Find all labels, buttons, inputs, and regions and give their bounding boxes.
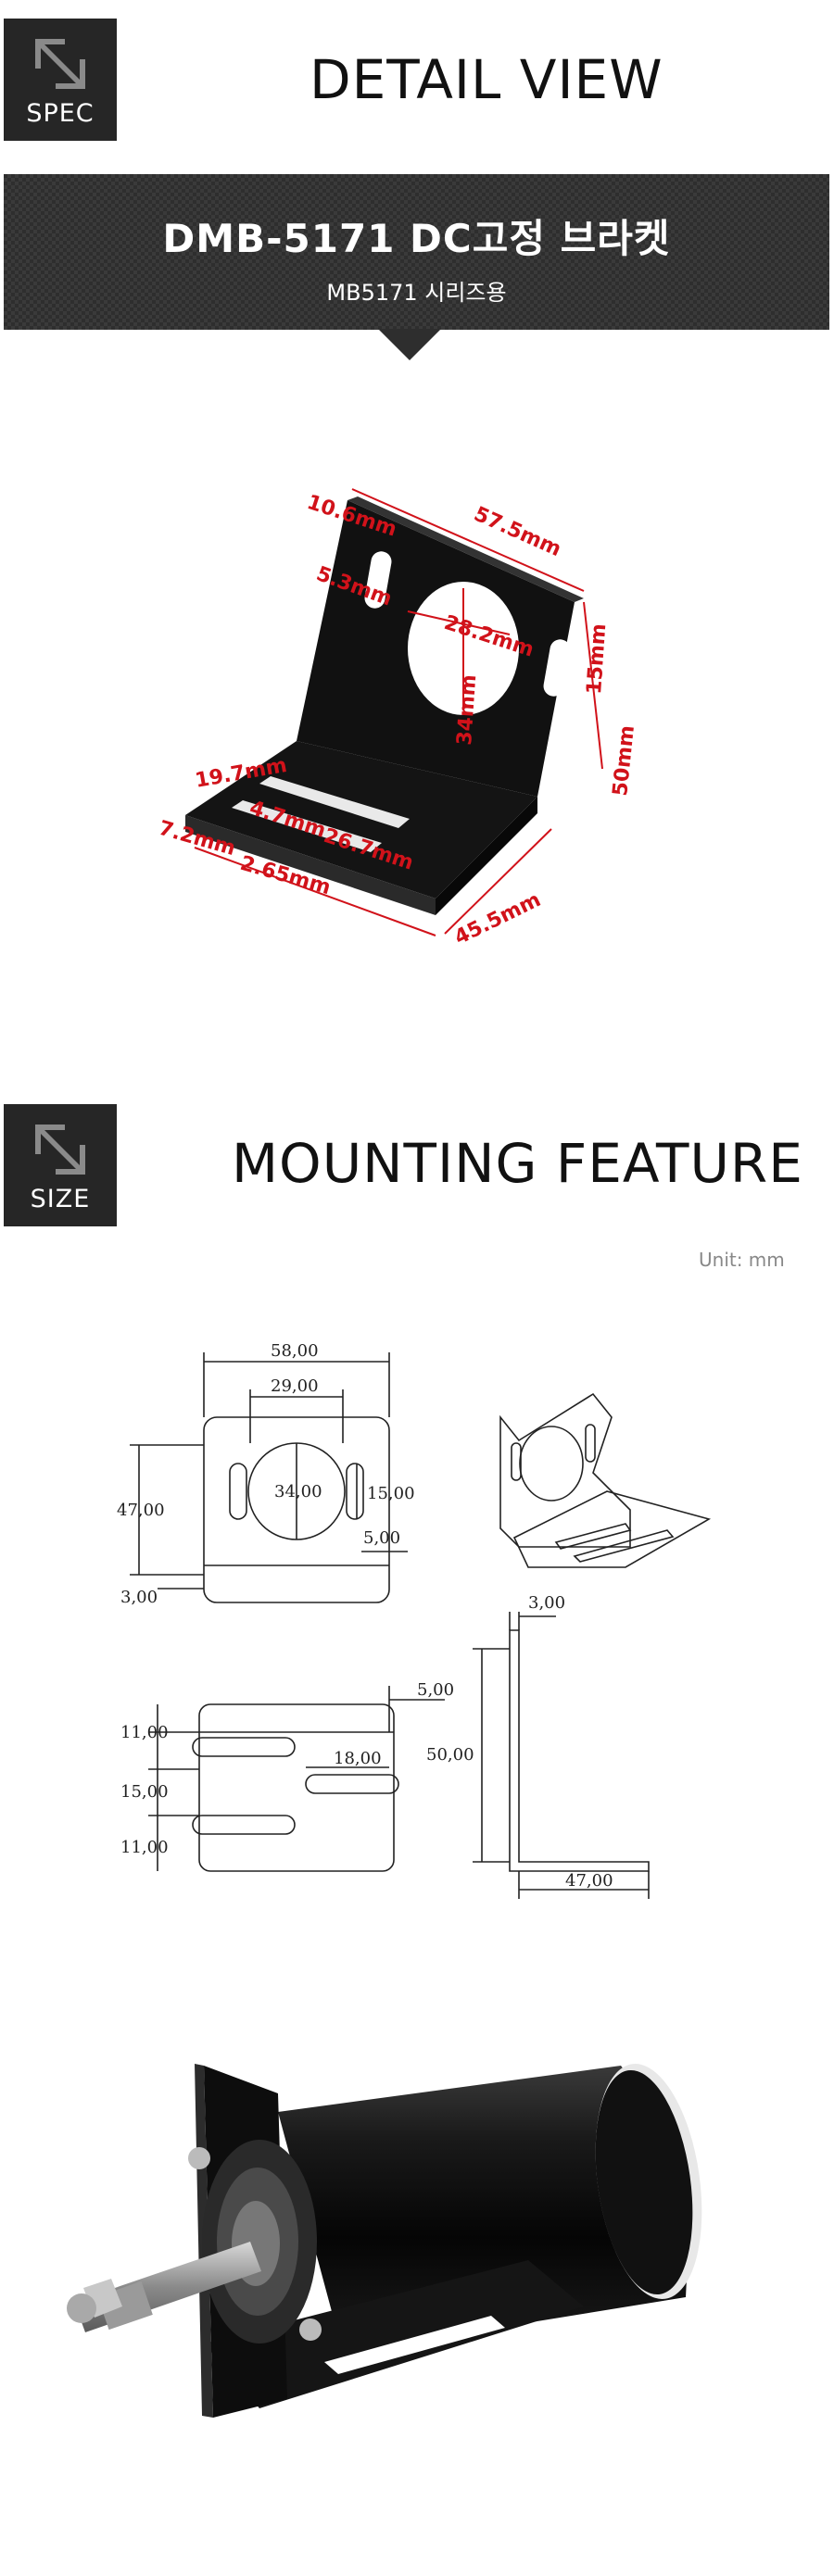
front-view-outline: [203, 1416, 390, 1603]
drawing-base-slot-mid: 15,00: [120, 1782, 169, 1802]
drawing-hole-span: 29,00: [271, 1376, 319, 1396]
banner-notch: [378, 329, 441, 360]
drawing-thickness-front: 3,00: [120, 1588, 158, 1607]
size-badge: SIZE: [4, 1104, 117, 1226]
arrow-down-right-icon: [35, 1125, 85, 1175]
dim-top-width: 57.5mm: [471, 503, 565, 562]
drawing-side-thickness: 3,00: [528, 1593, 565, 1613]
drawing-base-slot-width: 5,00: [417, 1680, 454, 1700]
mounting-feature-title: MOUNTING FEATURE: [232, 1132, 803, 1195]
unit-label: Unit: mm: [699, 1249, 785, 1271]
drawing-front-width: 58,00: [271, 1341, 319, 1361]
dim-hole-height: 34mm: [453, 673, 481, 746]
size-badge-label: SIZE: [30, 1185, 91, 1213]
bottom-view-outline: [198, 1703, 395, 1872]
product-title: DMB-5171 DC고정 브라켓: [162, 216, 671, 261]
product-subtitle: MB5171 시리즈용: [326, 280, 507, 306]
drawing-side-depth: 47,00: [565, 1871, 613, 1891]
spec-badge: SPEC: [4, 19, 117, 141]
drawing-base-slot-edge-bottom: 11,00: [120, 1838, 169, 1857]
arrow-down-right-icon: [35, 39, 85, 89]
drawing-slot-width: 5,00: [363, 1528, 400, 1548]
drawing-base-slot-length: 18,00: [334, 1749, 382, 1768]
motor-mounted-photo: [67, 2064, 702, 2418]
drawing-hole-diameter: 34,00: [274, 1482, 322, 1502]
detail-view-title: DETAIL VIEW: [310, 48, 663, 111]
drawing-base-slot-edge-top: 11,00: [120, 1723, 169, 1742]
mounting-drawings: 58,00 29,00 47,00 34,00 15,00 5,00 3,00 …: [117, 1341, 712, 1899]
dim-depth: 45.5mm: [451, 888, 545, 949]
drawing-front-height: 47,00: [117, 1501, 165, 1520]
drawing-side-height: 50,00: [426, 1745, 474, 1765]
dim-height: 50mm: [609, 724, 639, 798]
dim-slot-length: 15mm: [583, 622, 611, 695]
drawing-slot-length: 15,00: [367, 1484, 415, 1503]
bracket-detail-photo: 10.6mm 57.5mm 5.3mm 28.2mm 34mm 15mm 50m…: [156, 488, 639, 949]
side-view-outline: [509, 1629, 650, 1872]
spec-badge-label: SPEC: [26, 99, 95, 128]
product-banner: DMB-5171 DC고정 브라켓 MB5171 시리즈용: [4, 174, 829, 330]
